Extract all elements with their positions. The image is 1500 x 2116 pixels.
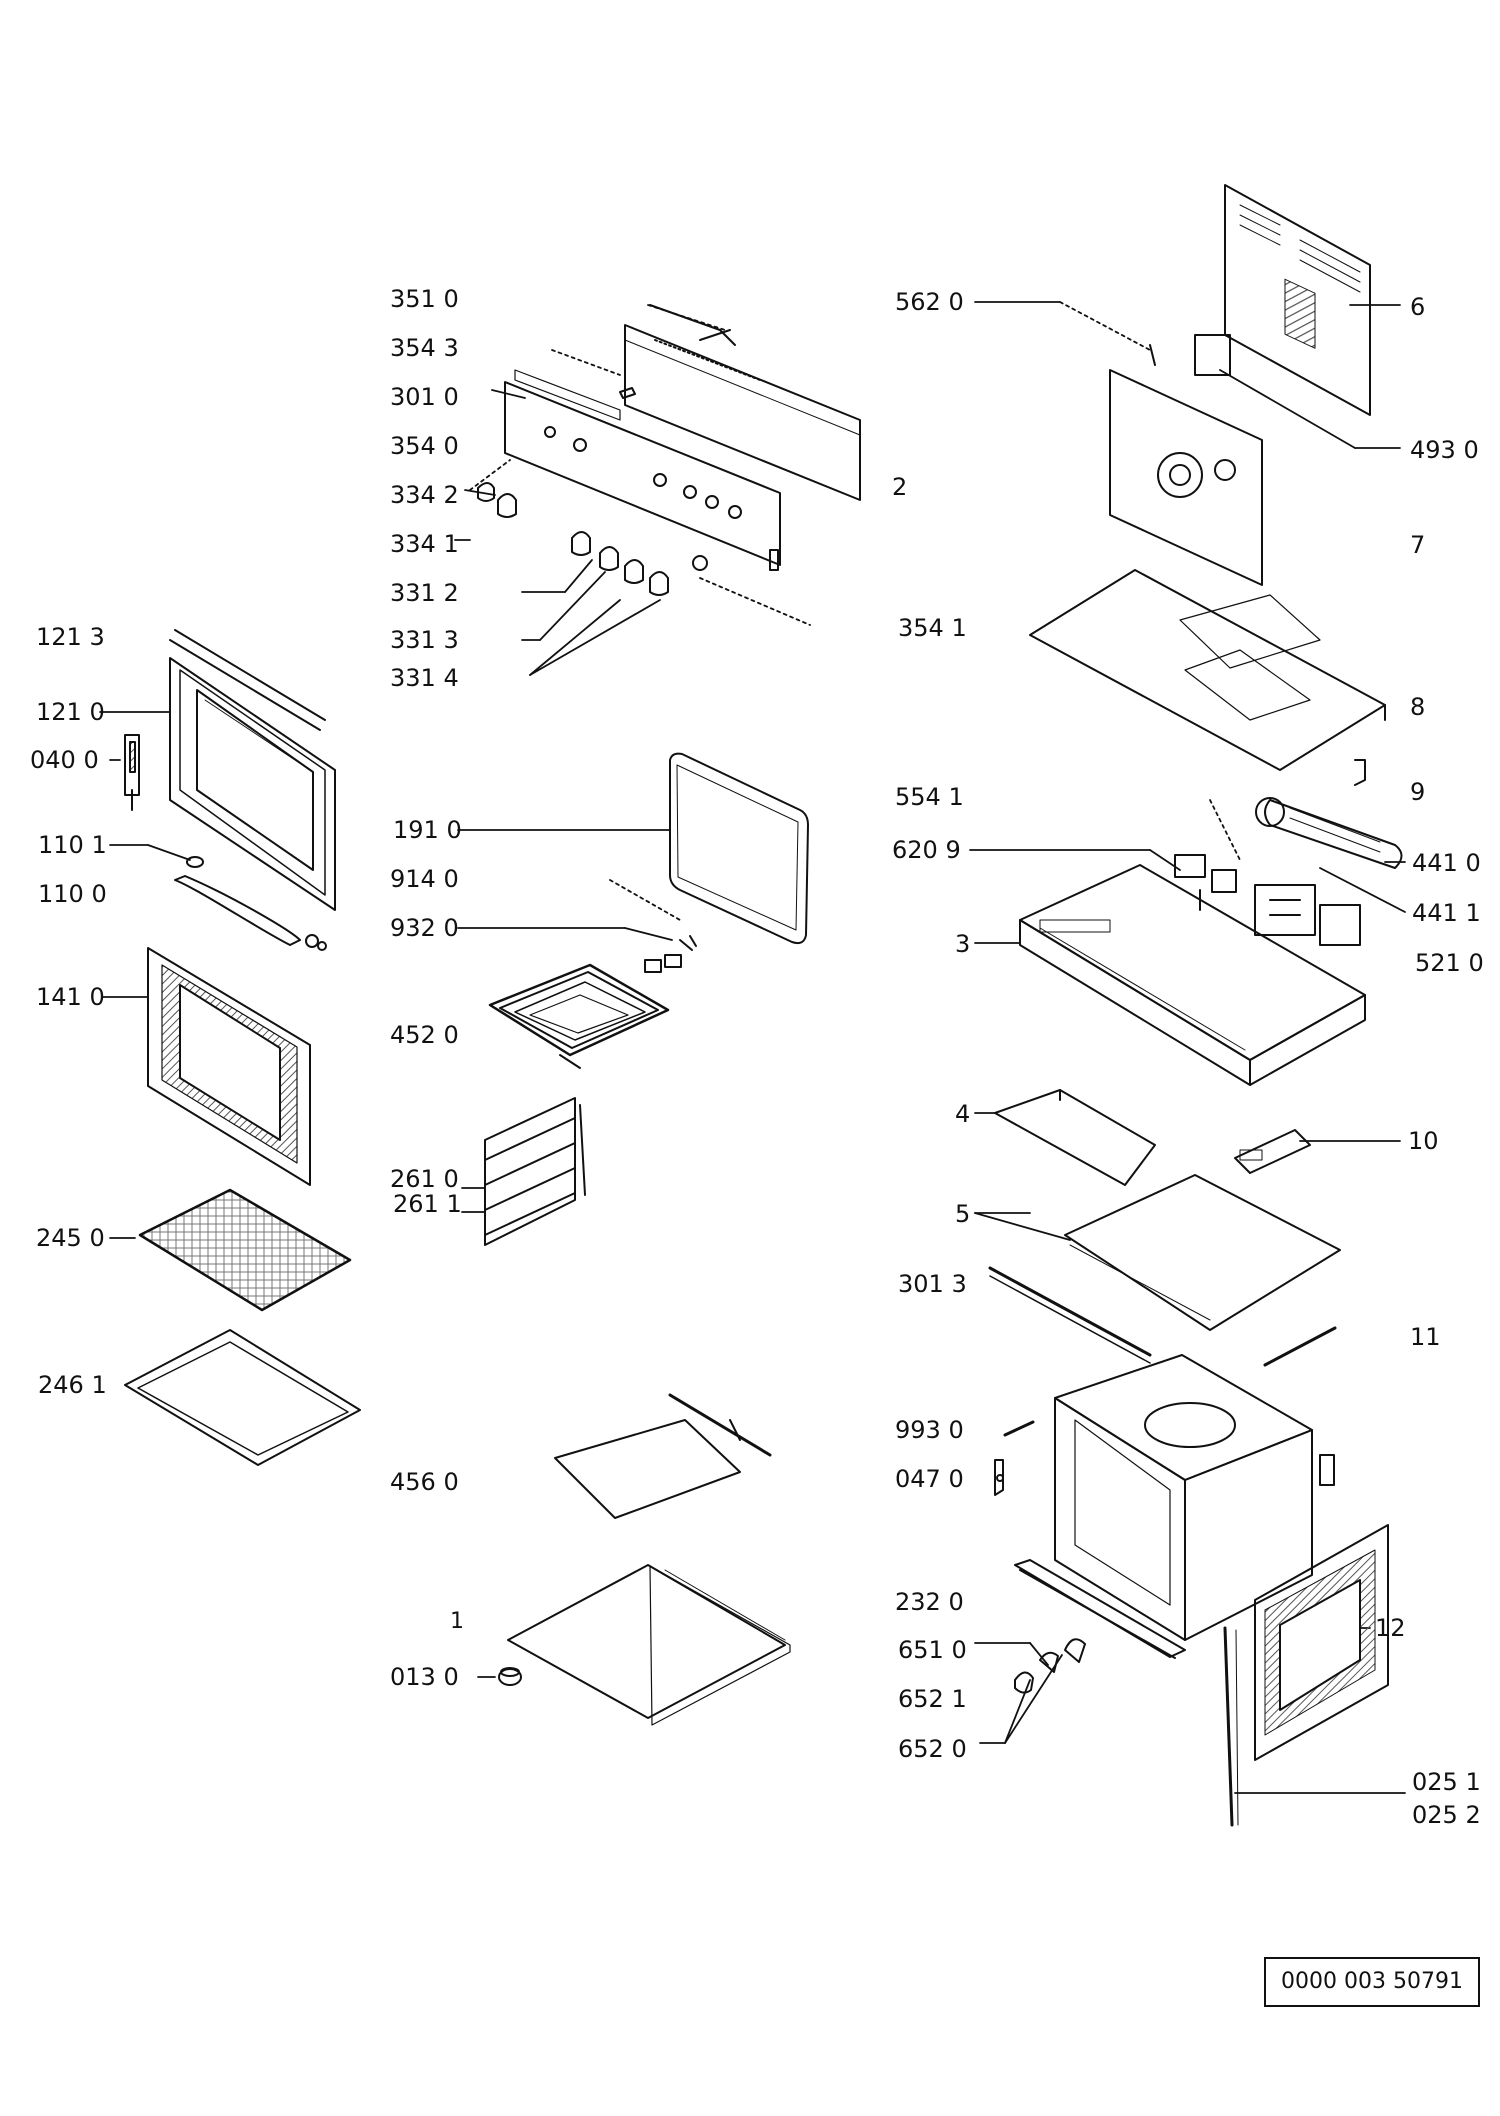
heating-element-part [488, 935, 697, 1069]
part-label-3: 3 [955, 930, 971, 958]
part-label-452-0: 452 0 [390, 1021, 459, 1049]
housing-part [1019, 864, 1366, 1086]
top-panel-part [1029, 569, 1386, 771]
part-label-441-0: 441 0 [1412, 849, 1481, 877]
part-label-040-0: 040 0 [30, 746, 99, 774]
part-label-121-0: 121 0 [36, 698, 105, 726]
shelf-support-part [554, 1393, 772, 1519]
part-label-025-2: 025 2 [1412, 1801, 1481, 1829]
part-label-932-0: 932 0 [390, 914, 459, 942]
part-label-141-0: 141 0 [36, 983, 105, 1011]
screw-part [1003, 1420, 1035, 1437]
part-label-334-2: 334 2 [390, 481, 459, 509]
rail-part [988, 1266, 1152, 1364]
rear-label-part [1224, 184, 1371, 416]
rod-part [1263, 1326, 1337, 1367]
part-label-301-0: 301 0 [390, 383, 459, 411]
hood-part [994, 1089, 1156, 1186]
side-strip-part [1223, 1626, 1239, 1827]
part-label-331-4: 331 4 [390, 664, 459, 692]
part-label-9: 9 [1410, 778, 1426, 806]
part-label-914-0: 914 0 [390, 865, 459, 893]
fan-motor-part [1255, 797, 1403, 869]
oven-cavity-part [1054, 1354, 1335, 1641]
part-label-652-1: 652 1 [898, 1685, 967, 1713]
plate-part [1064, 1174, 1341, 1331]
part-label-456-0: 456 0 [390, 1468, 459, 1496]
module-part [1234, 1129, 1311, 1174]
part-label-2: 2 [892, 473, 908, 501]
part-label-8: 8 [1410, 693, 1426, 721]
part-label-047-0: 047 0 [895, 1465, 964, 1493]
part-label-652-0: 652 0 [898, 1735, 967, 1763]
part-label-562-0: 562 0 [895, 288, 964, 316]
bracket-part [1354, 759, 1366, 786]
part-label-493-0: 493 0 [1410, 436, 1479, 464]
screw-parts [619, 304, 731, 399]
foot-part [498, 1667, 522, 1686]
part-label-025-1: 025 1 [1412, 1768, 1481, 1796]
part-label-334-1: 334 1 [390, 530, 459, 558]
part-label-354-1: 354 1 [898, 614, 967, 642]
side-door-part [1254, 1524, 1389, 1761]
part-label-261-1: 261 1 [393, 1190, 462, 1218]
document-number-box: 0000 003 50791 [1264, 1957, 1480, 2007]
part-label-620-9: 620 9 [892, 836, 961, 864]
bottom-panel-part [507, 1564, 791, 1726]
part-label-331-2: 331 2 [390, 579, 459, 607]
part-label-7: 7 [1410, 531, 1426, 559]
part-label-354-3: 354 3 [390, 334, 459, 362]
door-trim-part [1014, 1559, 1186, 1659]
part-label-261-0: 261 0 [390, 1165, 459, 1193]
part-label-331-3: 331 3 [390, 626, 459, 654]
door-handle-part [174, 856, 327, 951]
part-label-1: 1 [450, 1609, 464, 1634]
part-label-110-0: 110 0 [38, 880, 107, 908]
control-panel-part [504, 324, 861, 571]
leader-lines [99, 301, 1406, 1794]
inner-glass-part [147, 947, 311, 1186]
part-label-11: 11 [1410, 1323, 1441, 1351]
part-label-6: 6 [1410, 293, 1426, 321]
part-label-441-1: 441 1 [1412, 899, 1481, 927]
part-label-232-0: 232 0 [895, 1588, 964, 1616]
part-label-110-1: 110 1 [38, 831, 107, 859]
part-label-354-0: 354 0 [390, 432, 459, 460]
part-label-013-0: 013 0 [390, 1663, 459, 1691]
part-label-301-3: 301 3 [898, 1270, 967, 1298]
part-label-246-1: 246 1 [38, 1371, 107, 1399]
part-label-351-0: 351 0 [390, 285, 459, 313]
thermostat-part [1254, 884, 1361, 946]
control-knobs [477, 482, 708, 596]
part-label-993-0: 993 0 [895, 1416, 964, 1444]
part-label-245-0: 245 0 [36, 1224, 105, 1252]
part-label-10: 10 [1408, 1127, 1439, 1155]
door-frame-part [169, 629, 336, 911]
part-label-5: 5 [955, 1200, 971, 1228]
part-label-12: 12 [1375, 1614, 1406, 1642]
part-label-191-0: 191 0 [393, 816, 462, 844]
door-gasket-part [669, 752, 809, 945]
clip-part [994, 1459, 1004, 1496]
part-label-4: 4 [955, 1100, 971, 1128]
part-label-554-1: 554 1 [895, 783, 964, 811]
part-label-121-3: 121 3 [36, 623, 105, 651]
back-plate-part [1109, 334, 1263, 586]
baking-tray-part [124, 1329, 361, 1466]
part-label-521-0: 521 0 [1415, 949, 1484, 977]
part-label-651-0: 651 0 [898, 1636, 967, 1664]
lamp-parts [1014, 1638, 1086, 1694]
wire-rack-part [138, 1188, 352, 1312]
hinge-part [124, 734, 140, 811]
side-rack-part [484, 1097, 586, 1246]
